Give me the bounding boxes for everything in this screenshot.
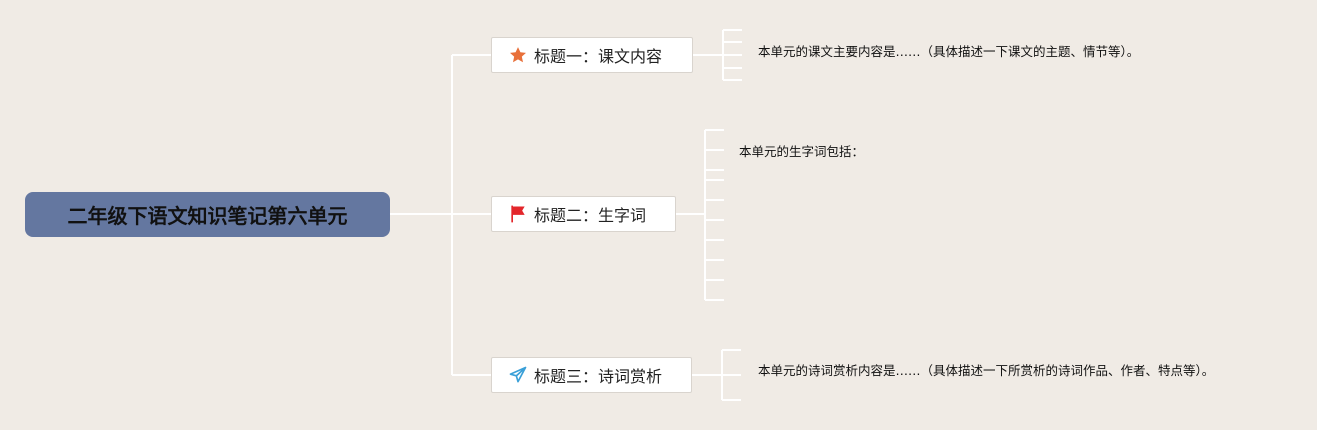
bracket-3 (692, 349, 741, 401)
topic-3[interactable]: 标题三：诗词赏析 (491, 357, 692, 393)
topic-3-note: 本单元的诗词赏析内容是……（具体描述一下所赏析的诗词作品、作者、特点等）。 (758, 363, 1215, 378)
paper-plane-icon (508, 365, 528, 385)
bracket-1 (693, 29, 742, 81)
central-topic-label: 二年级下语文知识笔记第六单元 (67, 204, 348, 228)
flag-icon (508, 204, 528, 224)
topic-2-note: 本单元的生字词包括： (739, 144, 865, 159)
topic-1-label: 标题一：课文内容 (534, 47, 663, 66)
topic-2-label: 标题二：生字词 (534, 206, 647, 225)
topic-2[interactable]: 标题二：生字词 (491, 196, 676, 232)
central-topic[interactable]: 二年级下语文知识笔记第六单元 (25, 192, 390, 237)
topic-1[interactable]: 标题一：课文内容 (491, 37, 693, 73)
topic-3-label: 标题三：诗词赏析 (534, 367, 663, 386)
topic-1-note: 本单元的课文主要内容是……（具体描述一下课文的主题、情节等）。 (758, 44, 1140, 59)
star-icon (508, 45, 528, 65)
bracket-2 (676, 129, 724, 301)
